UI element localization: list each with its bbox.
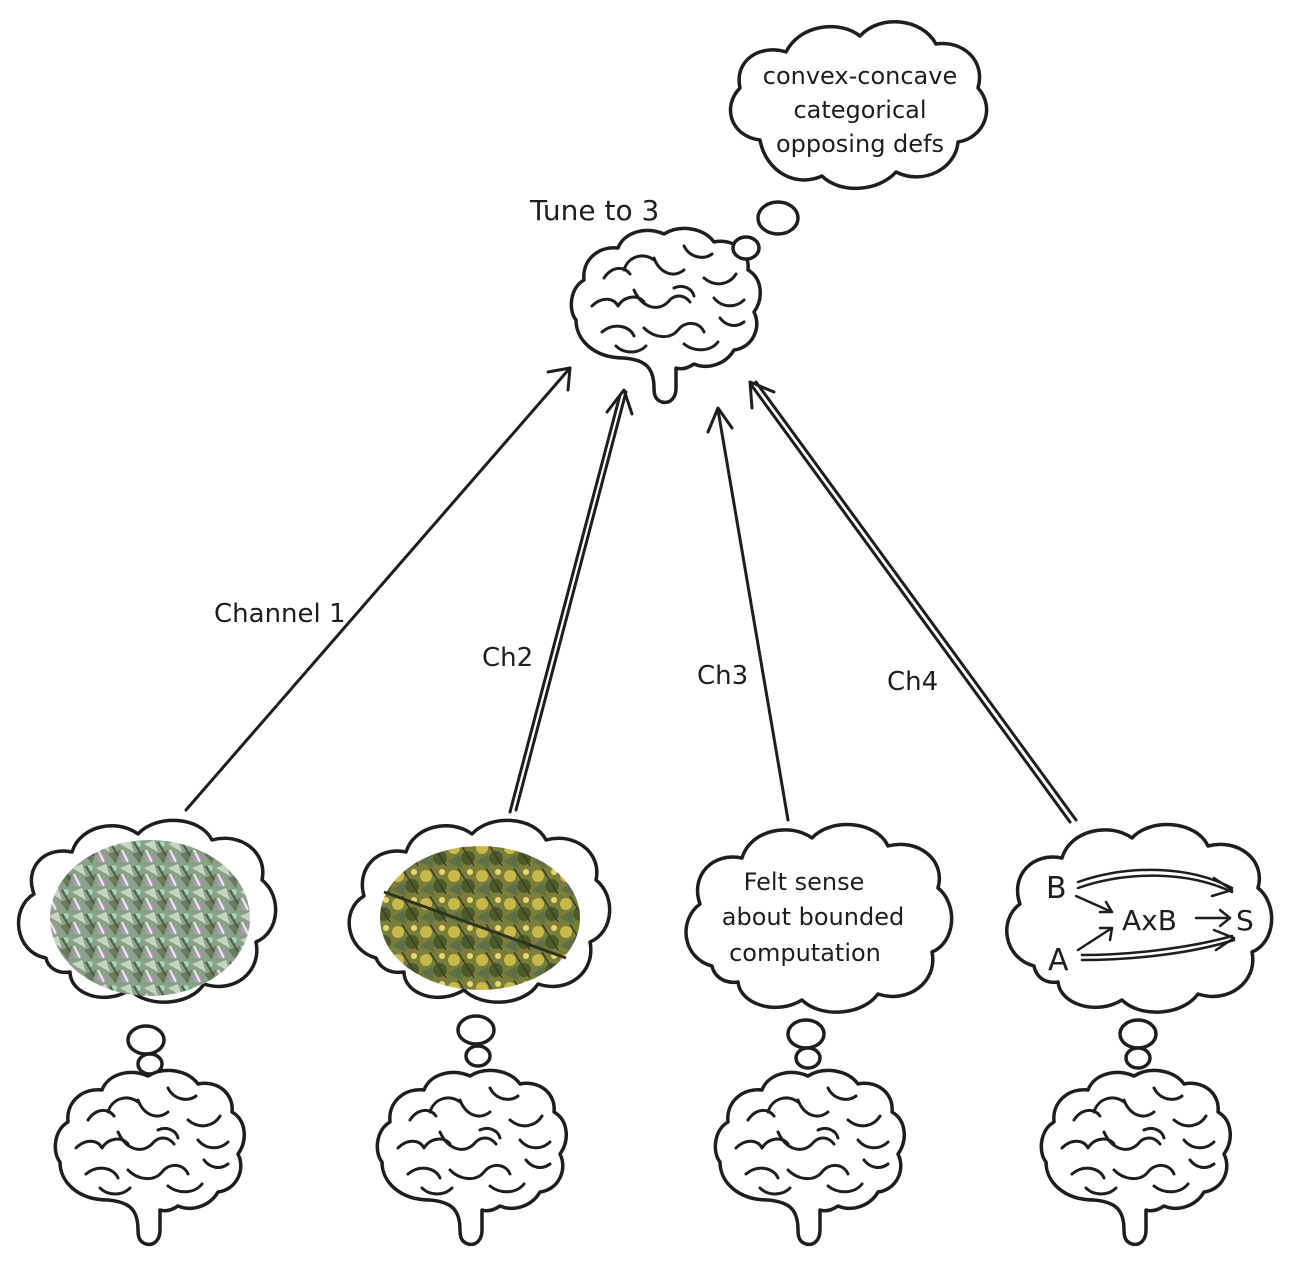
ch4-arrow-b-to-target (1076, 868, 1234, 898)
ch4-thought-bubbles (1118, 1018, 1158, 1070)
top-title: Tune to 3 (529, 194, 659, 227)
ch3-thought-line-3: computation (729, 939, 881, 967)
top-thought-line-3: opposing defs (776, 130, 944, 158)
ch3-thought-cloud: Felt sense about bounded computation (684, 822, 954, 1014)
arrow-channel-1 (184, 366, 572, 812)
ch4-product-diagram: B A AxB S (1046, 868, 1254, 978)
ch2-thought-cloud (347, 818, 612, 1004)
arrow-ch3 (706, 406, 790, 822)
ch4-node-target: S (1236, 904, 1254, 937)
arrow-ch2 (508, 388, 634, 814)
ch4-arrow-b-to-product (1074, 894, 1114, 914)
top-thought-bubbles (731, 200, 800, 261)
ch3-thought-line-2: about bounded (722, 903, 904, 931)
ch3-brain-icon (713, 1068, 906, 1247)
channel-1-label: Channel 1 (214, 599, 346, 629)
channel-1-thought-bubbles (126, 1024, 166, 1076)
ch4-label: Ch4 (887, 667, 938, 697)
ch4-brain-icon (1039, 1068, 1232, 1247)
channel-1-image (50, 840, 250, 996)
top-thought-cloud: convex-concave categorical opposing defs (728, 19, 989, 190)
ch4-arrow-a-to-product (1076, 926, 1114, 952)
ch4-arrow-a-to-target (1080, 928, 1236, 962)
ch4-node-product: AxB (1122, 904, 1177, 937)
ch4-node-b: B (1046, 871, 1067, 906)
top-thought-line-1: convex-concave (763, 62, 957, 90)
arrow-ch4 (748, 380, 1078, 824)
ch2-thought-bubbles (456, 1014, 496, 1068)
top-brain-icon (569, 226, 762, 405)
ch4-node-a: A (1048, 943, 1069, 978)
ch3-label: Ch3 (697, 661, 748, 691)
ch3-thought-line-1: Felt sense (744, 868, 865, 896)
ch3-thought-bubbles (786, 1018, 826, 1070)
ch2-image (380, 846, 580, 990)
channel-1-brain-icon (53, 1068, 246, 1247)
ch2-label: Ch2 (482, 643, 533, 673)
ch4-arrow-product-to-target (1194, 908, 1232, 928)
top-thought-line-2: categorical (793, 96, 926, 124)
ch2-brain-icon (375, 1068, 568, 1247)
ch4-thought-cloud: B A AxB S (1005, 822, 1274, 1014)
channel-1-thought-cloud (16, 818, 278, 1004)
